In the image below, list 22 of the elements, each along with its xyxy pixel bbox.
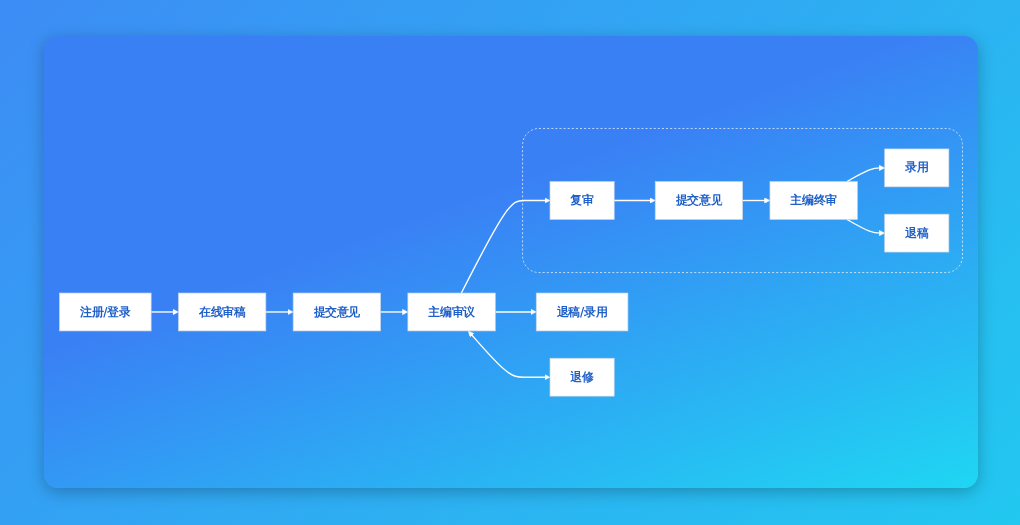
node-box: 退稿 (884, 213, 950, 253)
arrow (460, 197, 551, 294)
node-box: 退稿/录用 (535, 292, 629, 331)
arrow (150, 308, 179, 315)
arrow (468, 330, 551, 380)
node-box: 主编审议 (407, 292, 496, 331)
node-box: 录用 (884, 148, 950, 187)
node-box: 提交意见 (654, 180, 743, 220)
node-box: 注册/登录 (59, 292, 152, 331)
arrow (846, 218, 885, 236)
arrow (494, 308, 537, 315)
arrow (379, 308, 409, 315)
arrow (741, 197, 771, 204)
arrow (265, 308, 294, 315)
node-box: 复审 (549, 180, 615, 220)
node-box: 主编终审 (769, 180, 858, 220)
cluster (522, 127, 963, 273)
arrow (613, 197, 656, 204)
node-box: 在线审稿 (178, 292, 267, 331)
node-box: 退修 (549, 357, 615, 397)
arrow (846, 164, 885, 182)
node-box: 提交意见 (292, 292, 381, 331)
